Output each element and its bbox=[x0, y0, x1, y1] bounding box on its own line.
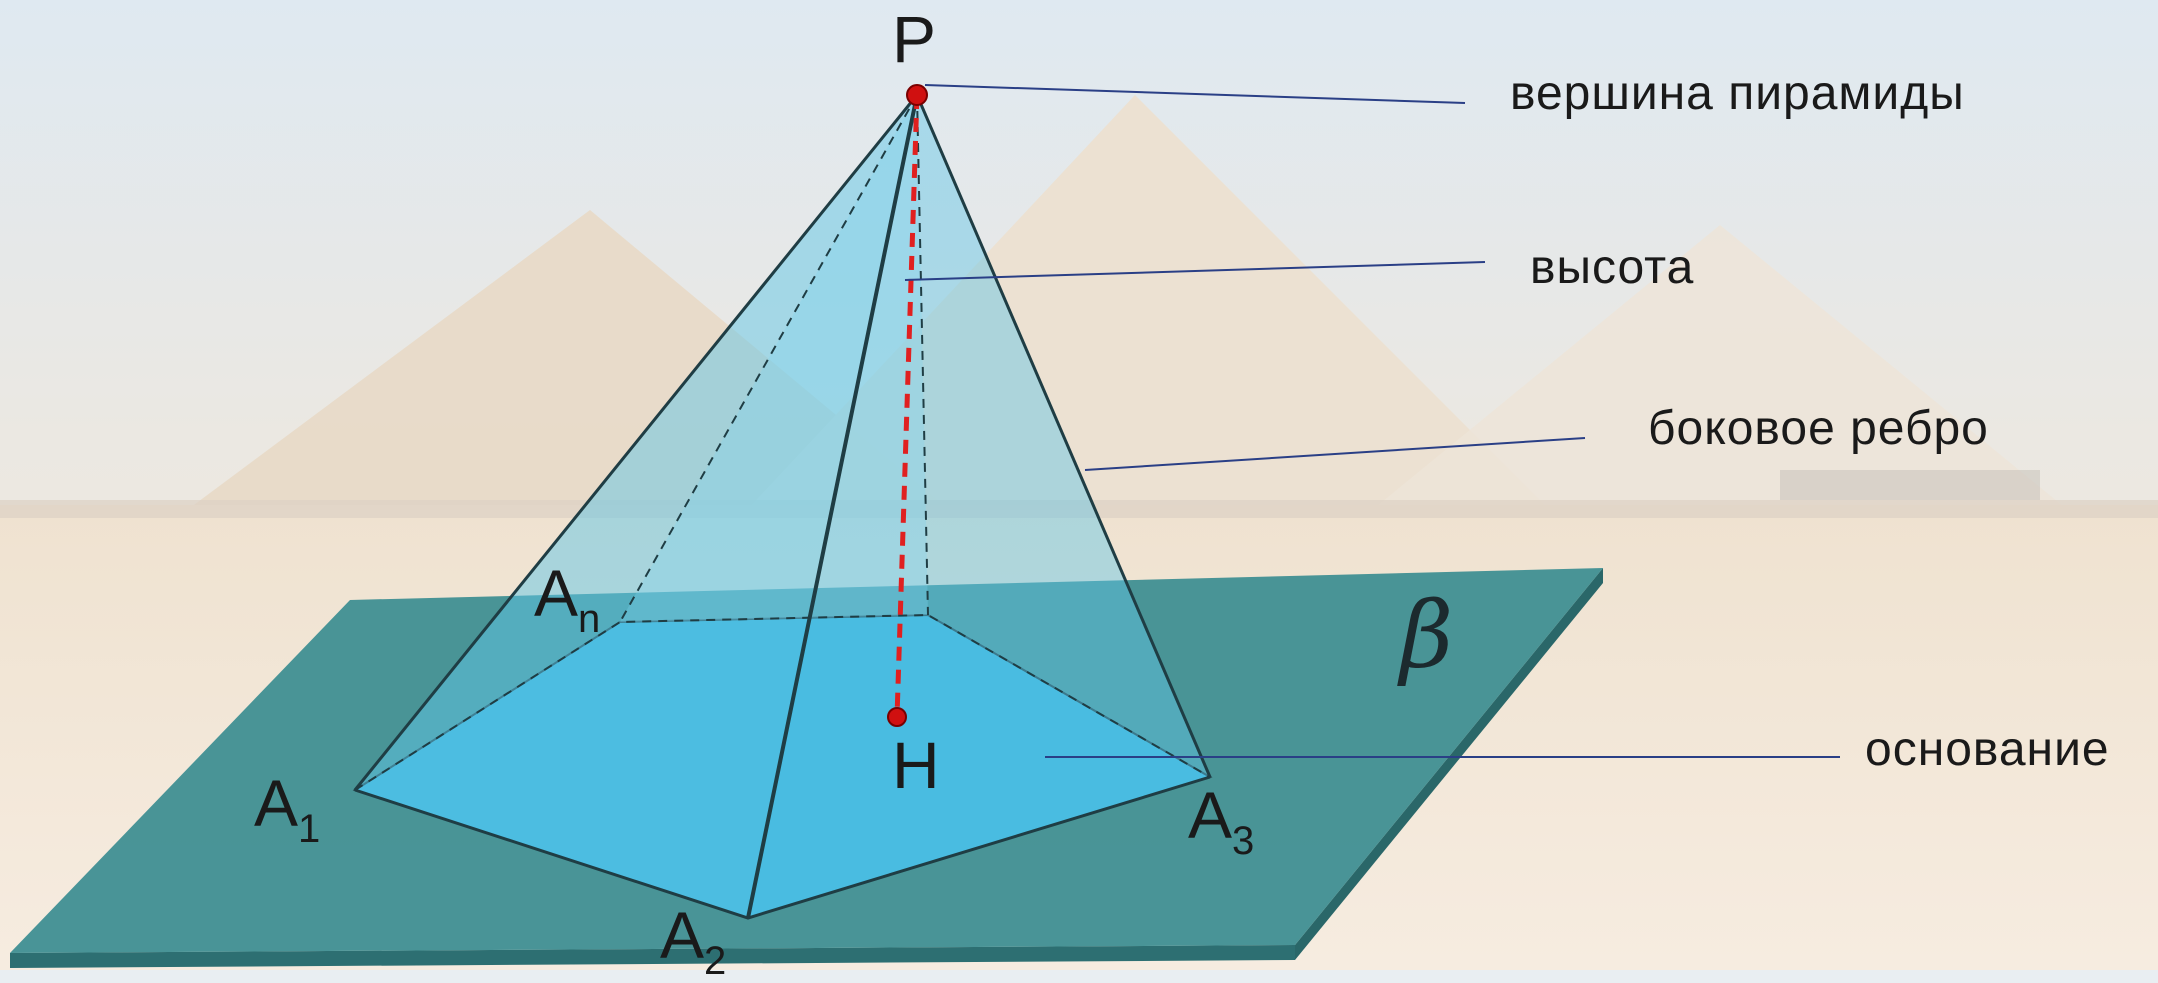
label-p: P bbox=[892, 2, 937, 76]
callout-base: основание bbox=[1865, 723, 2110, 776]
callout-lines bbox=[904, 84, 1840, 758]
lateral-edge-p-a1 bbox=[353, 94, 919, 791]
label-plane-beta: β bbox=[1400, 582, 1454, 689]
callout-line-height bbox=[904, 261, 1486, 281]
point-h bbox=[887, 707, 907, 727]
plane-right-edge bbox=[1295, 568, 1603, 960]
label-a3: A3 bbox=[1188, 778, 1255, 863]
plane-front-edge bbox=[10, 945, 1295, 968]
hidden-base-edges bbox=[354, 613, 1211, 791]
label-h: H bbox=[892, 728, 940, 802]
label-a1: A1 bbox=[254, 766, 321, 851]
hidden-edge-p-an bbox=[619, 94, 918, 623]
bg-pyramid-right bbox=[1360, 225, 2080, 520]
bg-pyramid-center bbox=[700, 95, 1600, 560]
lateral-face-left bbox=[355, 95, 917, 918]
pyramid bbox=[352, 84, 1213, 920]
callout-line-lateral-edge bbox=[1084, 437, 1586, 471]
lateral-face-right bbox=[748, 95, 1210, 918]
lateral-edge-p-a3 bbox=[915, 94, 1212, 778]
hidden-edge-p-a4 bbox=[916, 94, 929, 616]
label-a2: A2 bbox=[660, 898, 727, 983]
point-p bbox=[906, 84, 928, 106]
label-an: An bbox=[534, 556, 601, 641]
callout-apex: вершина пирамиды bbox=[1510, 67, 1965, 120]
callout-lateral-edge: боковое ребро bbox=[1648, 402, 1989, 455]
callout-line-apex bbox=[924, 84, 1466, 104]
lateral-face-back bbox=[620, 95, 928, 622]
callout-height: высота bbox=[1530, 241, 1695, 294]
lateral-edge-p-a2 bbox=[746, 94, 919, 919]
height-line bbox=[894, 94, 920, 718]
